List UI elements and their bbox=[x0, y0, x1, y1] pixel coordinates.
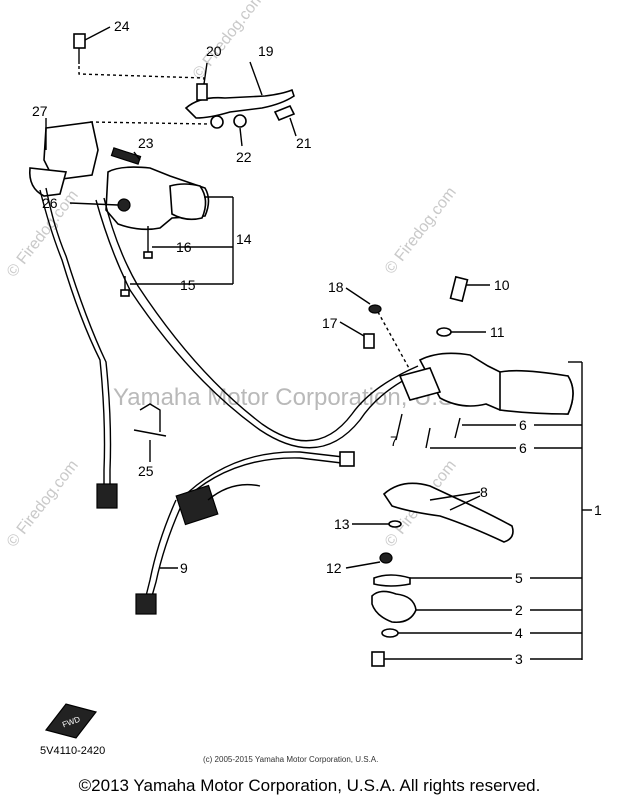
lever-19 bbox=[89, 61, 297, 147]
switch-harness bbox=[175, 483, 261, 526]
part-number: 5V4110-2420 bbox=[40, 745, 105, 757]
callout-12: 12 bbox=[326, 560, 342, 576]
ring-13 bbox=[352, 520, 402, 528]
bolt-10 bbox=[449, 275, 490, 303]
callout-21: 21 bbox=[296, 135, 312, 151]
lever-8 bbox=[382, 482, 514, 543]
callout-7: 7 bbox=[390, 433, 398, 449]
callout-20: 20 bbox=[206, 43, 222, 59]
callout-26: 26 bbox=[42, 195, 58, 211]
screw-16 bbox=[143, 226, 153, 259]
callout-27: 27 bbox=[32, 103, 48, 119]
callout-18: 18 bbox=[328, 279, 344, 295]
callout-2: 2 bbox=[515, 602, 523, 618]
callout-4: 4 bbox=[515, 625, 523, 641]
callout-22: 22 bbox=[236, 149, 252, 165]
bolt-24 bbox=[73, 26, 111, 64]
nut-12 bbox=[345, 552, 393, 569]
callout-14: 14 bbox=[236, 231, 252, 247]
bracket-14 bbox=[130, 196, 234, 285]
dashed-ref-17-18 bbox=[377, 311, 411, 371]
callout-8: 8 bbox=[480, 484, 488, 500]
callout-1: 1 bbox=[594, 502, 602, 518]
callout-9: 9 bbox=[180, 560, 188, 576]
callout-25: 25 bbox=[138, 463, 154, 479]
watermark-firedog-2: © Firedog.com bbox=[382, 184, 460, 277]
callout-24: 24 bbox=[114, 18, 130, 34]
copyright-notice: ©2013 Yamaha Motor Corporation, U.S.A. A… bbox=[78, 776, 541, 795]
callout-19: 19 bbox=[258, 43, 274, 59]
fwd-arrow-icon: FWD bbox=[44, 703, 98, 739]
bolt-6a bbox=[454, 417, 516, 439]
watermark-firedog-3: © Firedog.com bbox=[4, 457, 82, 550]
callout-15: 15 bbox=[180, 277, 196, 293]
holder-5 bbox=[373, 574, 582, 587]
callout-3: 3 bbox=[515, 651, 523, 667]
ref-line-7 bbox=[395, 413, 403, 441]
screw-18 bbox=[345, 287, 382, 314]
bolt-3 bbox=[371, 651, 582, 667]
cable-9 bbox=[135, 451, 355, 615]
ref-line-8 bbox=[429, 491, 481, 501]
washer-4 bbox=[381, 628, 582, 638]
watermark-firedog-5: © Firedog.com bbox=[190, 0, 268, 82]
throttle-grip bbox=[398, 352, 583, 660]
callout-13: 13 bbox=[334, 516, 350, 532]
callout-5: 5 bbox=[515, 570, 523, 586]
throttle-cable bbox=[95, 197, 421, 449]
switch-assembly bbox=[28, 118, 210, 231]
left-harness bbox=[39, 187, 167, 509]
washer-11 bbox=[436, 327, 486, 337]
callout-6b: 6 bbox=[519, 440, 527, 456]
callout-6a: 6 bbox=[519, 417, 527, 433]
housing-2 bbox=[371, 590, 582, 624]
screw-17 bbox=[339, 321, 375, 349]
callout-23: 23 bbox=[138, 135, 154, 151]
callout-10: 10 bbox=[494, 277, 510, 293]
callout-11: 11 bbox=[490, 324, 505, 340]
small-copyright: (c) 2005-2015 Yamaha Motor Corporation, … bbox=[203, 755, 378, 764]
callout-17: 17 bbox=[322, 315, 338, 331]
callout-16: 16 bbox=[176, 239, 192, 255]
bolt-6b bbox=[425, 427, 516, 449]
